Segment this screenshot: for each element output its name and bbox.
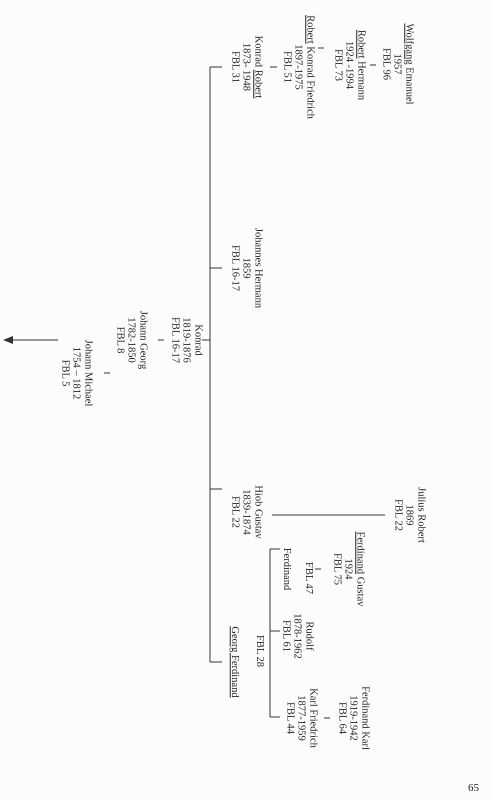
person-years: 1819-1876 <box>180 317 192 363</box>
ancestor-arrow-head <box>3 336 13 344</box>
person-name: Karl Friedrich <box>307 688 319 748</box>
person-name: Robert Hermann <box>355 29 367 101</box>
person-name: Ferdinand Gustav <box>354 531 366 607</box>
person-years: 1782-1850 <box>125 317 137 363</box>
person-years: 1859 <box>240 257 252 279</box>
person-ref: FBL 16-17 <box>229 245 241 291</box>
person-ref: FBL 51 <box>281 51 293 83</box>
person-name: Rudolf <box>303 621 315 651</box>
person-name: Johann Georg <box>137 310 149 370</box>
person-ref: FBL 28 <box>253 635 265 667</box>
person-years: 1839-1874 <box>240 489 252 535</box>
person-ref: FBL 22 <box>229 496 241 528</box>
person-years: 1873- 1948 <box>240 42 252 92</box>
person-name: Julius Robert <box>415 487 427 543</box>
person-name: Robert Konrad Friedrich <box>304 15 316 119</box>
person-years: 1878-1962 <box>291 613 303 659</box>
person-ref: FBL 8 <box>114 326 126 354</box>
person-ref: FBL 5 <box>59 359 71 387</box>
person-ref: FBL 44 <box>284 702 296 734</box>
person-name: Ferdinand Karl <box>359 686 371 750</box>
person-name: Wolfgang Emanuel <box>403 23 415 105</box>
person-ref: FBL 75 <box>331 552 343 585</box>
person-ref: FBL 47 <box>302 562 314 594</box>
person-name: Konrad <box>192 324 204 356</box>
person-ref: FBL 16-17 <box>169 317 181 363</box>
person-name: Ferdinand <box>280 547 292 591</box>
person-name: Johannes Hermann <box>252 227 264 309</box>
person-years: 1919-1942 <box>347 695 359 741</box>
person-years: 1924 -1994 <box>343 40 355 90</box>
person-years: 1897-1975 <box>292 44 304 90</box>
person-years: 1957 <box>391 53 403 75</box>
person-ref: FBL 73 <box>332 49 344 81</box>
person-years: 1754 – 1812 <box>70 346 82 400</box>
person-name: Konrad Robert <box>252 35 264 99</box>
page-number: 65 <box>468 782 479 794</box>
person-years: 1869 <box>403 504 415 526</box>
person-ref: FBL 64 <box>336 701 348 734</box>
person-name: Hiob Gustav <box>252 485 264 539</box>
person-ref: FBL 22 <box>392 499 404 531</box>
person-name: Johann Michael <box>82 339 94 407</box>
person-name: Georg Ferdinand <box>228 626 240 698</box>
person-years: 1924 <box>342 558 354 580</box>
person-ref: FBL 61 <box>280 620 292 652</box>
person-ref: FBL 96 <box>380 47 392 80</box>
person-ref: FBL 31 <box>229 50 241 83</box>
person-years: 1877-1959 <box>295 695 307 741</box>
